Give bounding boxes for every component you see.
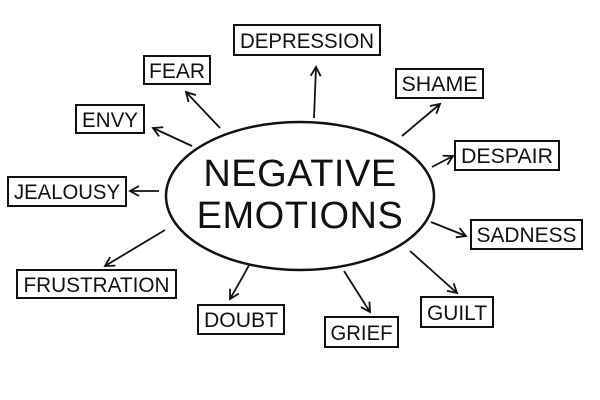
node-depression-box — [233, 24, 381, 56]
arrow-to-despair — [431, 154, 455, 168]
node-envy-label: ENVY — [82, 109, 138, 132]
node-fear-box — [143, 55, 211, 85]
node-jealousy-label: JEALOUSY — [14, 181, 120, 204]
node-doubt-label: DOUBT — [204, 309, 278, 332]
node-shame: SHAME — [395, 68, 484, 99]
arrow-to-guilt — [409, 250, 459, 295]
arrow-to-envy — [151, 126, 193, 147]
node-grief-label: GRIEF — [331, 322, 393, 345]
node-sadness-box — [470, 219, 583, 250]
arrow-to-fear — [184, 90, 221, 129]
node-depression-label: DEPRESSION — [240, 30, 374, 53]
node-fear: FEAR — [143, 55, 211, 85]
arrow-to-sadness — [430, 221, 468, 239]
node-shame-label: SHAME — [402, 73, 478, 96]
node-guilt-label: GUILT — [427, 302, 487, 325]
node-grief-box — [324, 316, 399, 348]
node-sadness: SADNESS — [470, 219, 583, 250]
arrow-to-shame — [401, 102, 442, 137]
node-despair: DESPAIR — [454, 140, 560, 171]
node-frustration: FRUSTRATION — [16, 269, 177, 299]
node-despair-box — [454, 140, 560, 171]
node-jealousy-box — [7, 176, 127, 207]
arrows — [103, 65, 468, 314]
arrow-to-frustration — [103, 229, 166, 267]
node-doubt-box — [197, 304, 285, 335]
node-fear-label: FEAR — [149, 60, 205, 83]
node-sadness-label: SADNESS — [477, 224, 577, 247]
node-depression: DEPRESSION — [233, 24, 381, 56]
node-guilt: GUILT — [420, 296, 494, 328]
node-frustration-box — [16, 269, 177, 299]
node-frustration-label: FRUSTRATION — [24, 274, 170, 297]
node-jealousy: JEALOUSY — [7, 176, 127, 207]
arrow-to-grief — [343, 270, 371, 314]
node-guilt-box — [420, 296, 494, 328]
node-envy-box — [75, 104, 145, 134]
center-title-line2: EMOTIONS — [197, 195, 404, 237]
node-doubt: DOUBT — [197, 304, 285, 335]
node-shame-box — [395, 68, 484, 99]
node-grief: GRIEF — [324, 316, 399, 348]
center-ellipse — [164, 120, 436, 272]
center-node: NEGATIVE EMOTIONS — [164, 120, 436, 272]
arrow-to-depression — [309, 65, 322, 119]
node-despair-label: DESPAIR — [461, 145, 553, 168]
center-title-line1: NEGATIVE — [203, 153, 396, 195]
node-envy: ENVY — [75, 104, 145, 134]
